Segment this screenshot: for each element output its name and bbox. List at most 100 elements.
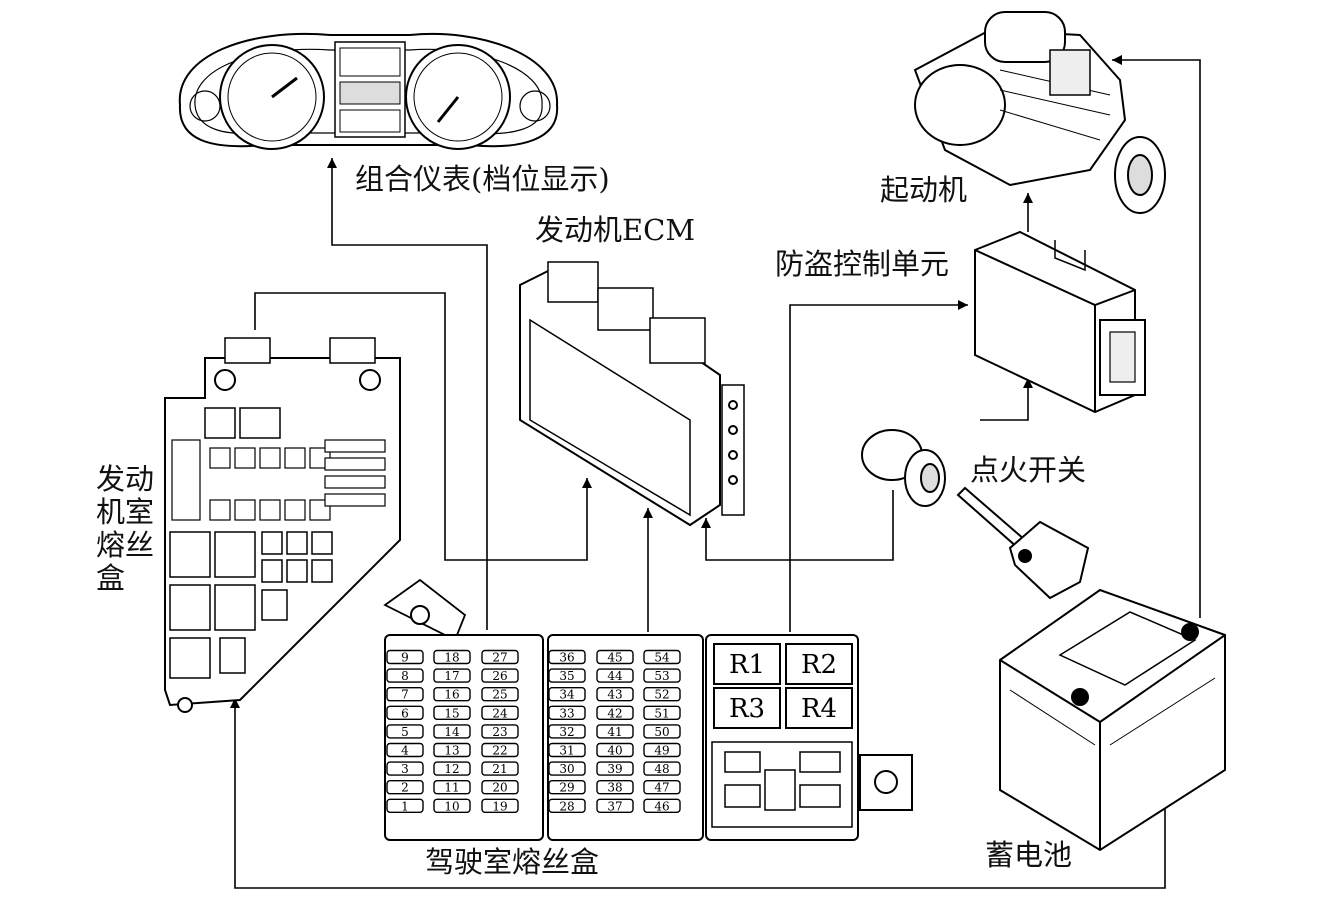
fuse-slot (386, 798, 424, 813)
fuse-number: 7 (401, 688, 409, 702)
relay-label: R1 (729, 650, 765, 680)
label-battery: 蓄电池 (985, 838, 1073, 872)
fuse-slot (643, 742, 681, 758)
engine-ecm (519, 261, 745, 527)
fuse-slot (386, 742, 424, 758)
fuse-number: 40 (607, 744, 622, 758)
relay-box (785, 687, 853, 729)
fuse-slot (386, 761, 424, 776)
label-engine-fuse-box-line: 机室 (96, 495, 155, 529)
fuse-slot (548, 687, 586, 702)
fuse-slot (596, 761, 634, 776)
fuse-number: 4 (401, 744, 409, 758)
fuse-slot (433, 742, 471, 758)
fuse-number: 38 (607, 781, 622, 795)
fuse-slot (548, 780, 586, 795)
fuse-slot (386, 705, 424, 720)
fuse-number: 26 (492, 669, 507, 683)
fuse-number: 6 (401, 706, 409, 720)
fuse-number: 18 (444, 651, 459, 665)
fuse-number: 14 (444, 725, 460, 739)
fuse-slot (596, 705, 634, 720)
fuse-slot (596, 649, 634, 665)
ignition-switch (861, 429, 946, 507)
fuse-slot (433, 705, 471, 720)
instrument-cluster (178, 32, 559, 150)
fuse-number: 50 (654, 725, 669, 739)
fuse-slot (481, 761, 519, 776)
fuse-number: 11 (444, 781, 459, 795)
fuse-slot (386, 668, 424, 683)
fuse-number: 39 (607, 762, 622, 776)
fuse-number: 42 (607, 706, 622, 720)
relay-label: R4 (801, 694, 837, 724)
fuse-number: 32 (559, 725, 574, 739)
ignition-key (956, 486, 1090, 600)
wire-battery-to-engine-fuse (230, 698, 1166, 889)
fuse-slot (596, 687, 634, 702)
fuse-number: 16 (444, 688, 459, 702)
fuse-number: 17 (444, 669, 459, 683)
label-engine-ecm: 发动机ECM (535, 213, 696, 247)
fuse-slot (481, 668, 519, 683)
fuse-slot (481, 780, 519, 795)
relay-box (785, 643, 853, 685)
fuse-number: 45 (607, 651, 622, 665)
wire-engine-fuse-to-ecm (254, 292, 592, 561)
fuse-slot (548, 724, 586, 739)
label-starter: 起动机 (880, 173, 968, 207)
relay-box (713, 643, 781, 685)
fuse-slot (643, 649, 681, 665)
fuse-number: 29 (559, 781, 574, 795)
wire-ignition-to-immobilizer (980, 378, 1033, 421)
fuse-slot (548, 649, 586, 665)
label-ignition-switch: 点火开关 (970, 453, 1087, 487)
fuse-slot (596, 742, 634, 758)
fuse-slot (548, 761, 586, 776)
label-instrument-cluster: 组合仪表(档位显示) (355, 162, 610, 196)
fuse-number: 54 (654, 651, 670, 665)
label-engine-fuse-box-line: 发动 (96, 462, 155, 496)
wire-cabin-fuse-to-immobilizer (789, 300, 968, 632)
fuse-slot (433, 724, 471, 739)
fuse-slot (481, 724, 519, 739)
fuse-number: 46 (654, 799, 669, 813)
fuse-slot (433, 668, 471, 683)
fuse-slot (386, 649, 424, 665)
fuse-slot (386, 687, 424, 702)
fuse-slot (548, 668, 586, 683)
relay-label: R3 (729, 694, 765, 724)
fuse-number: 9 (401, 651, 409, 665)
fuse-slot (596, 780, 634, 795)
fuse-slot (643, 724, 681, 739)
fuse-slot (548, 742, 586, 758)
fuse-slot (433, 687, 471, 702)
fuse-number: 48 (654, 762, 669, 776)
fuse-number: 37 (607, 799, 622, 813)
fuse-slot (548, 705, 586, 720)
fuse-number: 34 (559, 688, 575, 702)
fuse-number: 41 (607, 725, 622, 739)
fuse-slot (433, 798, 471, 813)
fuse-slot (481, 742, 519, 758)
fuse-number: 43 (607, 688, 622, 702)
fuse-number: 13 (444, 744, 459, 758)
fuse-number: 22 (492, 744, 507, 758)
fuse-slot (548, 798, 586, 813)
fuse-number: 24 (492, 706, 508, 720)
label-cabin-fuse-box: 驾驶室熔丝盒 (425, 845, 600, 879)
fuse-number: 21 (492, 762, 507, 776)
fuse-number: 10 (444, 799, 459, 813)
wire-battery-to-starter (1112, 55, 1201, 618)
starter-motor (913, 11, 1166, 214)
fuse-slot (643, 668, 681, 683)
fuse-number: 2 (401, 781, 409, 795)
fuse-slot (386, 780, 424, 795)
fuse-slot (596, 724, 634, 739)
label-engine-fuse-box: 发动 机室 熔丝 盒 (96, 463, 160, 595)
fuse-slot (643, 780, 681, 795)
fuse-number: 36 (559, 651, 574, 665)
fuse-number: 31 (559, 744, 574, 758)
